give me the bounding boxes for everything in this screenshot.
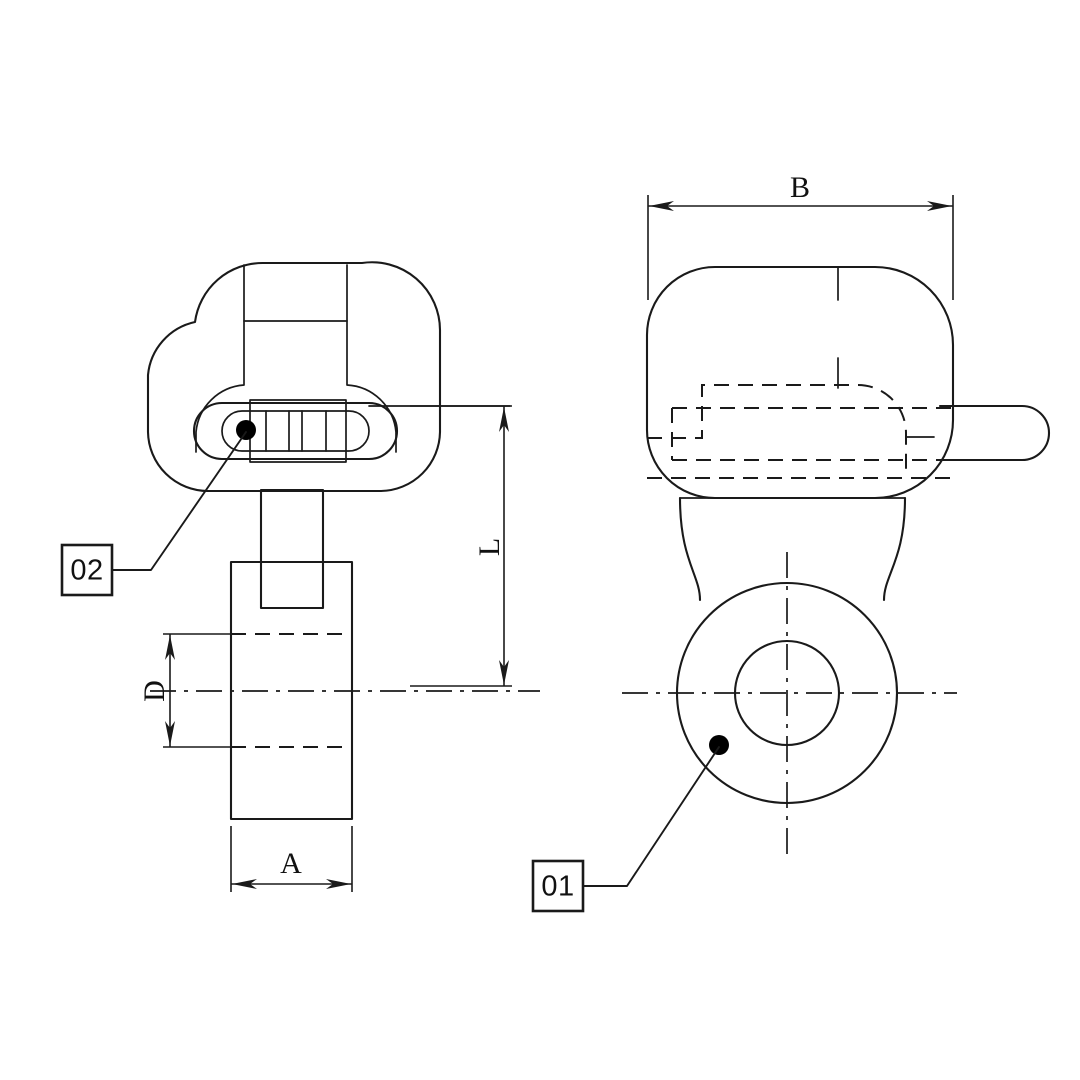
dim-B-label: B: [790, 171, 810, 204]
balloon-01-box[interactable]: [531, 859, 585, 913]
side-view-slot-outer: [192, 401, 399, 461]
right-front-view: B 01: [531, 171, 1051, 913]
front-view-waist-right: [882, 496, 907, 602]
dim-L-arrow-top: [499, 407, 509, 432]
dim-A-arrow-left: [232, 879, 257, 889]
dimension-A: A: [230, 826, 353, 892]
dimension-D: D: [138, 633, 246, 748]
dim-A-label: A: [280, 847, 302, 880]
front-view-head-outline: [645, 265, 955, 500]
side-view-inner-profile: [195, 264, 245, 453]
dim-B-arrow-left: [649, 201, 674, 211]
dim-D-arrow-bottom: [165, 721, 175, 746]
balloon-01[interactable]: 01: [531, 735, 729, 913]
side-view-pin-stadium: [221, 410, 370, 452]
dim-B-arrow-right: [927, 201, 952, 211]
left-side-view: L D A: [60, 261, 540, 892]
balloon-01-label: 01: [541, 871, 574, 903]
balloon-01-target-dot: [709, 735, 729, 755]
side-view-outer-body: [146, 261, 442, 493]
dim-D-label: D: [138, 680, 171, 702]
balloon-02-target-dot: [236, 420, 256, 440]
dimension-B: B: [647, 171, 954, 300]
balloon-02-leader: [111, 431, 247, 571]
side-view-pin-collar: [249, 399, 347, 463]
front-view-hidden-cavity-upper: [647, 384, 907, 469]
balloon-01-leader: [582, 746, 720, 887]
dim-L-arrow-bottom: [499, 660, 509, 685]
balloon-02-box[interactable]: [60, 543, 114, 597]
dim-A-arrow-right: [326, 879, 351, 889]
front-view-protruding-pin: [938, 404, 1051, 462]
dim-L-label: L: [473, 538, 506, 556]
side-view-shank: [259, 488, 325, 610]
front-view-waist-left: [678, 496, 702, 602]
balloon-02[interactable]: 02: [60, 420, 256, 597]
dim-D-arrow-top: [165, 635, 175, 660]
balloon-02-label: 02: [70, 555, 103, 587]
side-view-inner-profile-right: [346, 264, 397, 453]
dimension-L: L: [410, 405, 512, 687]
